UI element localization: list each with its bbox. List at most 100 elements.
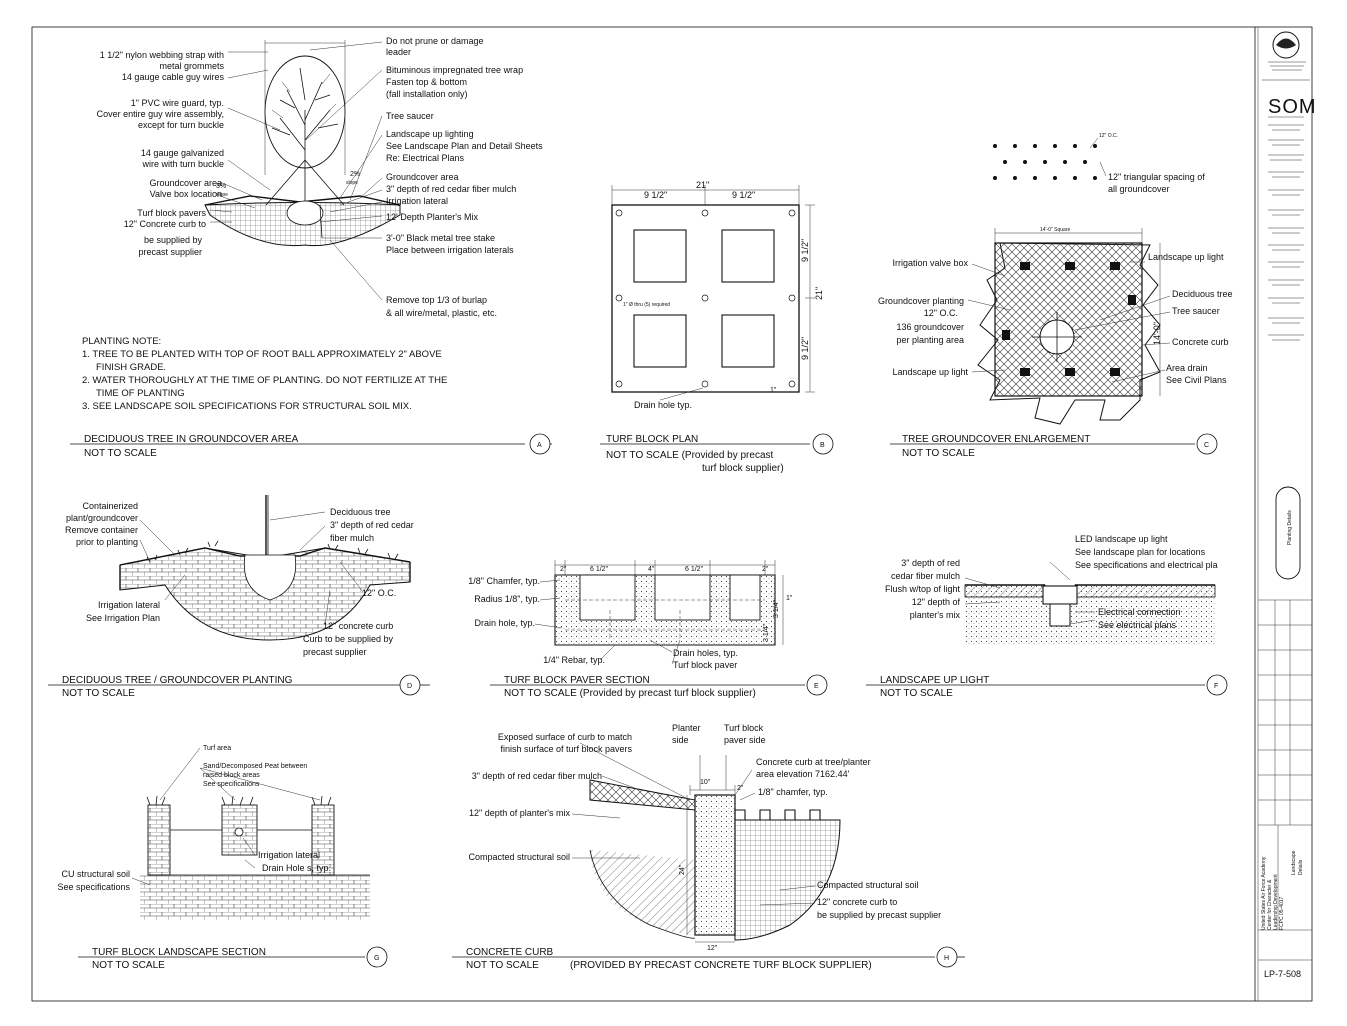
detail-g-id: G (374, 955, 379, 962)
label: 14 gauge galvanized (141, 148, 224, 158)
detail-g-title: TURF BLOCK LANDSCAPE SECTION (92, 947, 266, 958)
detail-d-id: D (407, 683, 412, 690)
detail-f-scale: NOT TO SCALE (880, 688, 953, 699)
label: 3" depth of red cedar fiber mulch (472, 771, 602, 781)
detail-c-id: C (1204, 442, 1209, 449)
label: precast supplier (138, 247, 202, 257)
label: Irrigation lateral (98, 600, 160, 610)
detail-e-title: TURF BLOCK PAVER SECTION (504, 675, 650, 686)
label: Drain Hole s, typ. (262, 863, 331, 873)
label: Concrete curb (1172, 337, 1229, 347)
label: Turf block paver (673, 660, 737, 670)
key-label: Planting Details (1287, 510, 1293, 545)
label: except for turn buckle (138, 120, 224, 130)
detail-g-scale: NOT TO SCALE (92, 960, 165, 971)
label: (fall installation only) (386, 89, 468, 99)
dim-top: 21" (696, 180, 709, 190)
dim: 4" (648, 566, 655, 573)
label: side (672, 735, 689, 745)
label: area elevation 7162.44' (756, 769, 850, 779)
label: Exposed surface of curb to match (498, 732, 632, 742)
detail-b-title: TURF BLOCK PLAN (606, 434, 698, 445)
detail-h-title: CONCRETE CURB (466, 947, 554, 958)
detail-e-turf-block-paver-section: 2" 6 1/2" 4" 6 1/2" 2" 1" 3 1/4" 3 1/4" … (468, 560, 828, 699)
label: 3" depth of red cedar (330, 520, 414, 530)
center-note: 1" Ø thru (5) required (623, 302, 670, 308)
label: prior to planting (76, 537, 138, 547)
label: 3" depth of red (901, 558, 960, 568)
label: Place between irrigation laterals (386, 245, 514, 255)
slope-left-sub: slope (216, 192, 228, 198)
label: Curb to be supplied by (303, 634, 394, 644)
dim-right: 9 1/2" (732, 190, 755, 200)
label: Drain hole, typ. (474, 618, 535, 628)
slope-left-label: 3% (216, 183, 226, 190)
label: Area drain (1166, 363, 1208, 373)
dim: 12" (707, 945, 718, 952)
label: Irrigation lateral (386, 196, 448, 206)
dim: 2" (560, 566, 567, 573)
slope-right-sub: slope (346, 180, 358, 186)
detail-f-landscape-up-light: 3" depth of red cedar fiber mulch Flush … (866, 534, 1228, 699)
label: Drain holes, typ. (673, 648, 738, 658)
label: & all wire/metal, plastic, etc. (386, 308, 497, 318)
label: cedar fiber mulch (891, 571, 960, 581)
label: Planter (672, 723, 701, 733)
label: Valve box location (150, 189, 222, 199)
label: Groundcover area (386, 172, 459, 182)
label: planter's mix (910, 610, 961, 620)
detail-f-title: LANDSCAPE UP LIGHT (880, 675, 989, 686)
label: LED landscape up light (1075, 534, 1168, 544)
dim-side-top: 9 1/2" (800, 239, 810, 262)
planting-note-line: FINISH GRADE. (96, 362, 166, 373)
label: 1/8" Chamfer, typ. (468, 576, 540, 586)
detail-e-scale: NOT TO SCALE (Provided by precast turf b… (504, 688, 756, 699)
label: 12" concrete curb to (817, 897, 897, 907)
label: See electrical plans (1098, 620, 1177, 630)
label: See Civil Plans (1166, 375, 1227, 385)
spacing-note: 12" triangular spacing of (1108, 172, 1205, 182)
label: CU structural soil (61, 869, 130, 879)
label: be supplied by (144, 235, 203, 245)
label: Landscape up light (892, 367, 968, 377)
label: Remove top 1/3 of burlap (386, 295, 487, 305)
dim-top: 14'-0" Square (1040, 227, 1070, 233)
label: Compacted structural soil (817, 880, 919, 890)
label: be supplied by precast supplier (817, 910, 941, 920)
label: Concrete curb at tree/planter (756, 757, 871, 767)
label: See specifications and electrical pla (1075, 560, 1218, 570)
dim-side-total: 21" (814, 287, 824, 300)
label: Tree saucer (386, 111, 434, 121)
dim: 10" (700, 779, 711, 786)
label: 12" depth of (912, 597, 961, 607)
detail-b-scale2: turf block supplier) (702, 463, 784, 474)
label: Flush w/top of light (885, 584, 961, 594)
dim-left: 9 1/2" (644, 190, 667, 200)
project-line: Leadership Development (1273, 874, 1279, 930)
detail-h-scale: NOT TO SCALE (466, 960, 539, 971)
dim-side: 3 1/4" (763, 623, 770, 642)
dim: 6 1/2" (590, 566, 609, 573)
label: Containerized (82, 501, 138, 511)
detail-f-id: F (1214, 683, 1218, 690)
label: Electrical connection (1098, 607, 1181, 617)
label: Re: Electrical Plans (386, 153, 465, 163)
dim-side: 14'-0" (1152, 322, 1162, 345)
label: raised block areas (203, 772, 260, 779)
label: 12" O.C. (924, 308, 958, 318)
label: Irrigation valve box (892, 258, 968, 268)
project-line: Center for Character & (1267, 879, 1273, 930)
label: 12" O.C. (362, 588, 396, 598)
dim: 2" (737, 785, 744, 792)
label: Fasten top & bottom (386, 77, 467, 87)
detail-d-scale: NOT TO SCALE (62, 688, 135, 699)
label: wire with turn buckle (141, 159, 224, 169)
detail-b-scale: NOT TO SCALE (Provided by precast (606, 450, 774, 461)
label: Sand/Decomposed Peat between (203, 763, 307, 770)
detail-b-id: B (820, 442, 825, 449)
detail-h-scale-note: (PROVIDED BY PRECAST CONCRETE TURF BLOCK… (570, 960, 872, 971)
oc-label: 12" O.C. (1099, 133, 1118, 139)
label: Bituminous impregnated tree wrap (386, 65, 523, 75)
dim-side: 1" (786, 595, 793, 602)
